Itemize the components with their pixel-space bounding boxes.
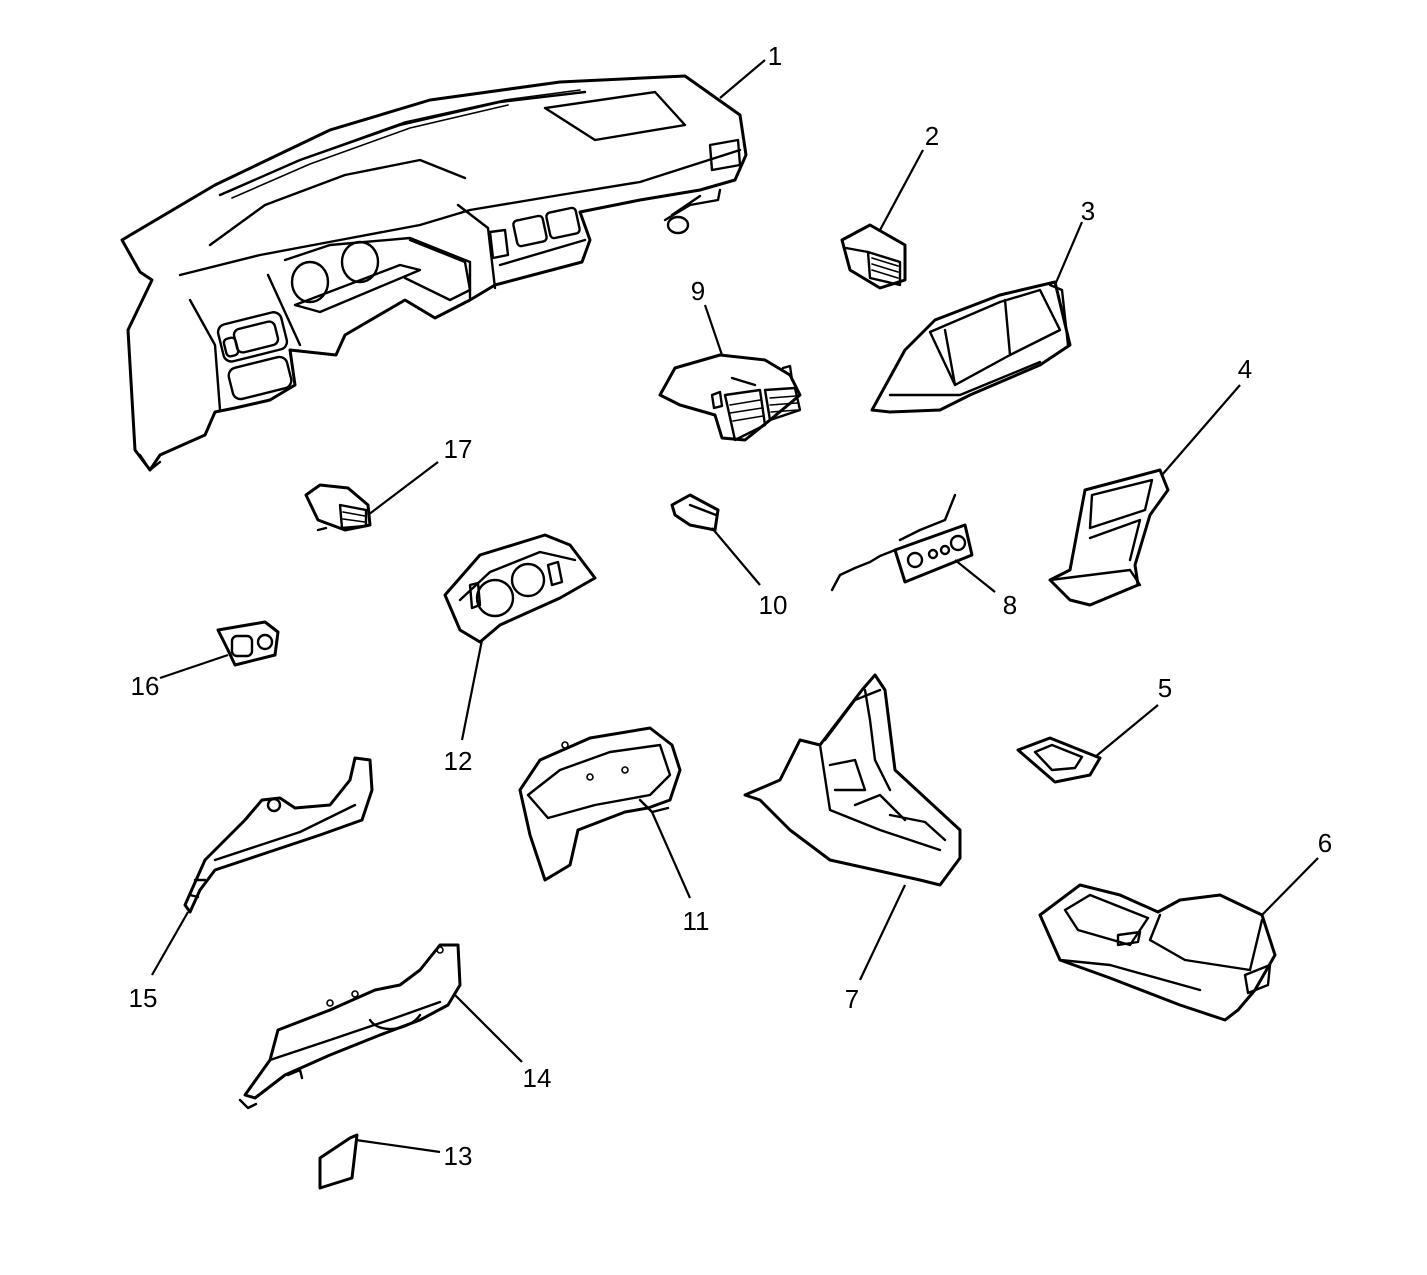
callout-2: 2 <box>879 121 939 231</box>
callout-3: 3 <box>1053 196 1095 286</box>
part-center-air-outlet-housing <box>658 353 802 442</box>
svg-text:16: 16 <box>131 671 160 701</box>
svg-text:5: 5 <box>1158 673 1172 703</box>
callout-1: 1 <box>719 41 782 99</box>
callout-11: 11 <box>650 811 710 936</box>
part-center-support-console <box>743 673 962 887</box>
svg-text:4: 4 <box>1238 354 1252 384</box>
part-air-outlet-right <box>840 223 907 290</box>
svg-text:1: 1 <box>768 41 782 71</box>
callout-15: 15 <box>129 911 189 1013</box>
svg-text:3: 3 <box>1081 196 1095 226</box>
part-shifter-bezel <box>1016 736 1102 784</box>
svg-text:14: 14 <box>523 1063 552 1093</box>
svg-text:13: 13 <box>444 1141 473 1171</box>
svg-text:7: 7 <box>845 984 859 1014</box>
part-instrument-cluster-bezel <box>443 533 597 644</box>
part-lower-trim-panel <box>183 756 374 914</box>
callout-13: 13 <box>355 1138 473 1171</box>
callout-12: 12 <box>444 639 484 776</box>
callout-7: 7 <box>845 884 906 1014</box>
callout-8: 8 <box>954 559 1017 620</box>
svg-text:9: 9 <box>691 276 705 306</box>
svg-text:15: 15 <box>129 983 158 1013</box>
callout-5: 5 <box>1094 673 1172 758</box>
callout-4: 4 <box>1161 354 1252 476</box>
svg-text:10: 10 <box>759 590 788 620</box>
svg-text:17: 17 <box>444 434 473 464</box>
callout-17: 17 <box>367 434 473 516</box>
callout-6: 6 <box>1261 828 1332 916</box>
callout-16: 16 <box>131 653 229 701</box>
callout-10: 10 <box>711 527 788 620</box>
part-air-outlet-left <box>304 483 372 532</box>
svg-text:12: 12 <box>444 746 473 776</box>
svg-text:8: 8 <box>1003 590 1017 620</box>
part-floor-console <box>1038 883 1277 1022</box>
part-switch-bezel <box>216 620 280 667</box>
part-knee-bolster <box>238 943 462 1110</box>
part-heater-control <box>830 493 974 592</box>
part-cover-plate <box>318 1133 359 1190</box>
part-glove-box <box>870 280 1072 414</box>
part-center-trim-bezel <box>1048 468 1170 607</box>
callout-9: 9 <box>691 276 724 356</box>
part-cluster-shroud <box>518 726 682 882</box>
svg-text:11: 11 <box>683 906 710 936</box>
part-small-switch <box>670 493 720 532</box>
callout-14: 14 <box>454 994 552 1093</box>
svg-text:6: 6 <box>1318 828 1332 858</box>
part-instrument-panel <box>120 74 748 472</box>
svg-text:2: 2 <box>925 121 939 151</box>
